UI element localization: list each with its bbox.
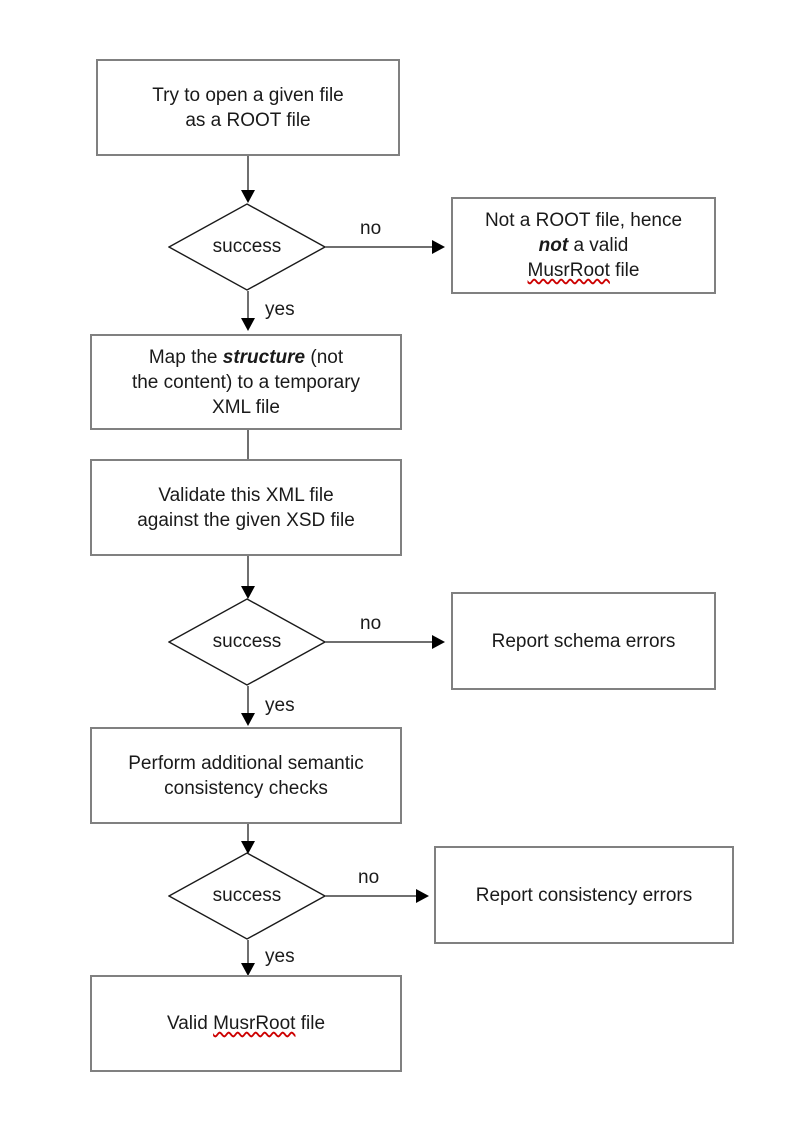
node-decision-open-success[interactable]: success	[168, 203, 326, 291]
arrowhead-map-structure	[241, 318, 255, 331]
connector-decision2-no	[325, 641, 433, 643]
spellcheck-musrroot-2: MusrRoot	[213, 1013, 296, 1034]
edge-label-yes-2: yes	[265, 695, 295, 716]
arrowhead-valid-file	[241, 963, 255, 976]
spellcheck-musrroot-1: MusrRoot	[527, 260, 610, 281]
emphasis-not: not	[538, 235, 569, 256]
arrowhead-schema-errors	[432, 635, 445, 649]
edge-label-yes-3: yes	[265, 946, 295, 967]
arrowhead-decision1	[241, 190, 255, 203]
edge-label-no-3: no	[358, 867, 380, 888]
arrowhead-decision3	[241, 841, 255, 854]
node-decision-schema-success[interactable]: success	[168, 598, 326, 686]
diamond-shape-3	[168, 852, 326, 940]
connector-open-to-decision1	[247, 156, 249, 191]
connector-validate-to-decision2	[247, 556, 249, 588]
connector-decision3-yes	[247, 940, 249, 968]
arrowhead-consistency-errors	[416, 889, 429, 903]
connector-decision1-yes	[247, 291, 249, 319]
node-report-consistency-errors-label: Report consistency errors	[475, 884, 693, 906]
node-decision-consistency-success[interactable]: success	[168, 852, 326, 940]
diamond-shape-2	[168, 598, 326, 686]
edge-label-no-1: no	[360, 218, 382, 239]
connector-semantic-to-decision3	[247, 824, 249, 850]
decision3-label: success	[212, 885, 282, 906]
decision1-label: success	[212, 236, 282, 257]
node-valid-musrroot-file[interactable]: Valid MusrRoot file	[90, 975, 402, 1072]
node-report-consistency-errors[interactable]: Report consistency errors	[434, 846, 734, 944]
connector-map-to-validate	[247, 430, 249, 460]
decision2-label: success	[212, 631, 282, 652]
arrowhead-semantic-checks	[241, 713, 255, 726]
arrowhead-not-root	[432, 240, 445, 254]
arrowhead-decision2	[241, 586, 255, 599]
connector-decision1-no	[325, 246, 433, 248]
node-valid-musrroot-file-label: Valid MusrRoot file	[166, 1013, 326, 1034]
node-report-schema-errors-label: Report schema errors	[491, 630, 676, 652]
edge-label-no-2: no	[360, 613, 382, 634]
connector-decision2-yes	[247, 686, 249, 714]
connector-decision3-no	[325, 895, 417, 897]
diamond-shape-1	[168, 203, 326, 291]
emphasis-structure: structure	[222, 346, 306, 368]
edge-label-yes-1: yes	[265, 299, 295, 320]
node-report-schema-errors[interactable]: Report schema errors	[451, 592, 716, 690]
